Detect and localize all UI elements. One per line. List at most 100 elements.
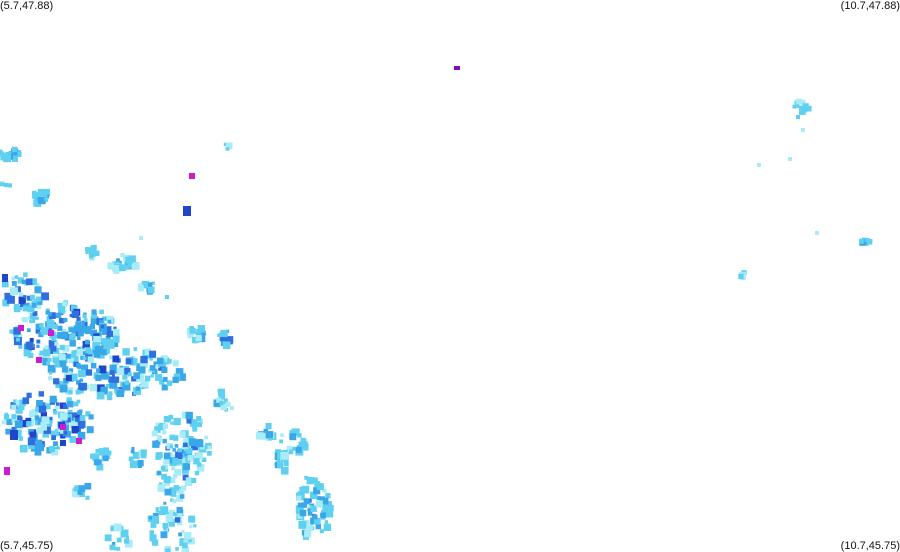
echo-cell-moderate <box>42 357 51 366</box>
echo-cell-very-heavy <box>82 340 90 349</box>
corner-coordinate-top-right: (10.7,47.88) <box>840 0 900 12</box>
echo-cell-light <box>162 430 167 435</box>
echo-cell-light <box>171 466 176 471</box>
echo-cell-moderate <box>36 344 40 348</box>
echo-cell-light-moderate <box>29 278 37 286</box>
echo-cell-light <box>176 494 184 502</box>
echo-cell-light-moderate <box>58 306 66 314</box>
echo-cell-moderate <box>152 513 159 519</box>
echo-cell-light-moderate <box>19 444 28 453</box>
echo-cell-light-moderate <box>23 272 28 277</box>
echo-cell-light-moderate <box>73 401 79 407</box>
echo-cell-light <box>18 334 23 339</box>
echo-cell-light-moderate <box>99 309 104 315</box>
echo-cell-heavy <box>71 310 79 318</box>
echo-cell-moderate <box>77 431 86 440</box>
echo-cell-light-moderate <box>223 142 227 146</box>
echo-cell-moderate <box>93 459 100 466</box>
echo-cell-very-heavy <box>2 274 8 282</box>
echo-cell-light-moderate <box>298 441 305 448</box>
echo-cell-light-moderate <box>35 406 41 413</box>
echo-cell-moderate <box>105 335 111 341</box>
echo-cell-light-moderate <box>189 327 196 334</box>
echo-cell-light <box>113 523 122 532</box>
echo-cell-moderate <box>111 542 116 546</box>
echo-cell-moderate <box>79 378 84 382</box>
echo-cell-moderate <box>156 357 164 365</box>
echo-cell-light <box>157 484 166 492</box>
echo-cell-moderate <box>34 286 42 294</box>
echo-cell-moderate <box>131 447 135 451</box>
echo-cell-moderate <box>77 330 84 337</box>
echo-cell-light-moderate <box>73 486 79 492</box>
echo-cell-light <box>27 302 33 308</box>
echo-cell-light-moderate <box>2 299 10 307</box>
echo-cell-light <box>58 353 66 361</box>
echo-cell-heavy <box>36 339 41 344</box>
echo-cell-heavy <box>174 517 181 523</box>
echo-cell-light-moderate <box>120 529 129 538</box>
echo-cell-moderate <box>37 196 43 202</box>
echo-cell-light <box>144 348 151 355</box>
echo-cell-light-moderate <box>46 361 50 365</box>
echo-cell-heavy <box>123 367 131 375</box>
echo-cell-light-moderate <box>96 391 105 400</box>
echo-cell-extreme <box>4 467 10 475</box>
echo-cell-light-moderate <box>130 358 138 366</box>
echo-cell-moderate <box>86 426 94 434</box>
echo-cell-light-moderate <box>279 439 283 444</box>
echo-cell-moderate <box>99 319 104 325</box>
echo-cell-light-moderate <box>289 430 296 436</box>
echo-cell-light <box>304 530 312 538</box>
echo-cell-light-moderate <box>60 346 65 351</box>
echo-cell-heavy <box>32 311 38 316</box>
echo-cell-moderate <box>36 439 43 446</box>
echo-cell-moderate <box>310 517 318 525</box>
echo-cell-very-heavy <box>59 402 67 409</box>
echo-cell-light-moderate <box>217 333 221 337</box>
echo-cell-moderate <box>148 516 152 520</box>
echo-cell-moderate <box>36 400 44 407</box>
echo-cell-light <box>261 433 269 440</box>
echo-cell-light-moderate <box>188 515 196 523</box>
echo-cell-light-moderate <box>175 547 179 551</box>
echo-cell-light-moderate <box>27 352 34 359</box>
echo-cell-moderate <box>321 497 329 505</box>
echo-cell-light-moderate <box>27 305 35 313</box>
echo-cell-light-moderate <box>122 348 130 356</box>
echo-cell-moderate <box>265 431 273 439</box>
echo-cell-light-moderate <box>179 538 188 546</box>
echo-cell-light <box>120 253 125 258</box>
echo-cell-light-moderate <box>4 412 9 417</box>
echo-cell-light-moderate <box>183 454 191 463</box>
echo-cell-light-moderate <box>124 264 130 270</box>
echo-cell-very-heavy <box>71 426 79 434</box>
echo-cell-heavy <box>77 420 86 428</box>
echo-cell-heavy <box>140 355 148 364</box>
echo-cell-moderate <box>303 498 310 505</box>
echo-cell-light-moderate <box>66 397 72 403</box>
echo-cell-light-moderate <box>37 188 44 195</box>
echo-cell-light-moderate <box>197 462 202 467</box>
echo-cell-light-moderate <box>316 483 324 491</box>
echo-cell-light-moderate <box>284 461 289 467</box>
echo-cell-moderate <box>122 382 131 391</box>
echo-cell-light <box>181 411 189 419</box>
echo-cell-moderate <box>148 282 153 287</box>
echo-cell-light <box>62 301 68 307</box>
echo-cell-light <box>44 345 49 350</box>
echo-cell-light-moderate <box>70 373 78 381</box>
echo-cell-light-moderate <box>12 146 18 153</box>
echo-cell-light-moderate <box>39 323 44 328</box>
echo-cell-light <box>163 459 169 465</box>
echo-cell-light <box>175 512 183 520</box>
echo-cell-moderate <box>57 325 63 331</box>
echo-cell-light-moderate <box>42 430 50 438</box>
echo-cell-light-moderate <box>192 426 198 432</box>
echo-cell-moderate <box>104 375 109 380</box>
echo-cell-moderate <box>82 351 87 356</box>
echo-cell-moderate <box>162 376 168 382</box>
echo-cell-light-moderate <box>90 453 96 459</box>
echo-cell-light <box>172 360 179 367</box>
echo-cell-light <box>322 488 327 493</box>
